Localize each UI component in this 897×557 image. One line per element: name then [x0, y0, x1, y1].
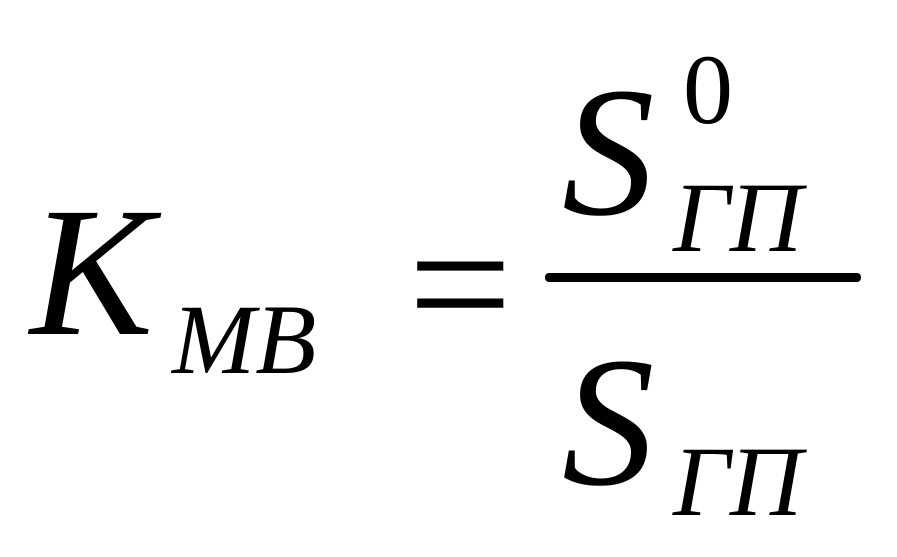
denominator-subscript: ГП: [673, 426, 803, 537]
numerator-subscript: ГП: [673, 162, 803, 273]
equals-sign: =: [408, 182, 513, 387]
fraction-bar: [545, 273, 861, 282]
denominator-symbol: S: [562, 320, 655, 525]
lhs-symbol: K: [30, 170, 154, 375]
lhs-subscript: МВ: [172, 284, 317, 395]
numerator-superscript: 0: [683, 34, 733, 145]
numerator-symbol: S: [562, 50, 655, 255]
